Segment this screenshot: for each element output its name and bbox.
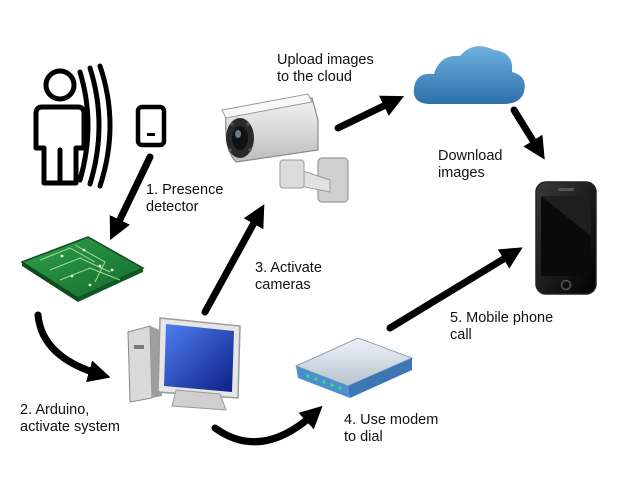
cloud-icon <box>413 46 525 104</box>
modem-icon <box>294 337 414 398</box>
arrow-computer-to-camera <box>201 204 265 316</box>
security-camera-icon <box>221 93 349 203</box>
person-with-signal-icon <box>33 63 113 189</box>
arrow-sensor-to-board <box>109 153 154 241</box>
label-arduino-activate: 2. Arduino,activate system <box>20 402 120 435</box>
arrows <box>34 95 545 446</box>
arduino-circuit-board-icon <box>20 236 145 302</box>
arrow-computer-to-modem <box>211 405 323 446</box>
smartphone-icon <box>535 181 597 295</box>
presence-sensor-icon <box>135 104 167 148</box>
arrow-cloud-to-phone <box>510 106 545 160</box>
arrow-camera-to-cloud <box>334 95 405 132</box>
arrow-board-to-computer <box>34 311 111 383</box>
arrow-modem-to-phone <box>386 247 523 332</box>
desktop-computer-icon <box>127 317 241 411</box>
